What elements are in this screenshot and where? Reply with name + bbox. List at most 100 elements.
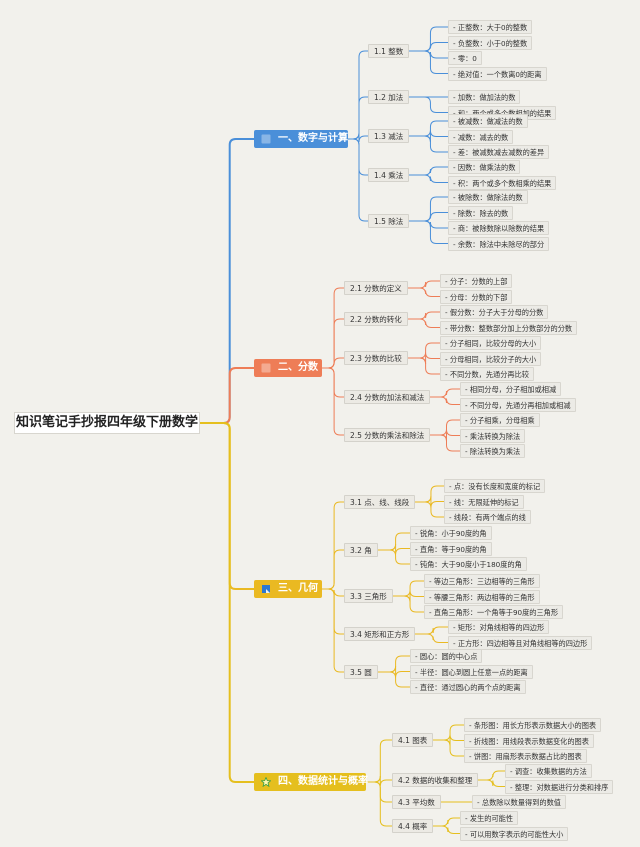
subtopic-node: 3.3 三角形 [344,589,393,603]
square-icon [261,134,271,144]
leaf-node: - 分子：分数的上部 [440,274,513,288]
leaf-line [408,311,440,320]
leaf-node: - 调查：收集数据的方法 [505,764,592,778]
leaf-node: - 商：被除数除以除数的结果 [448,221,550,235]
subtopic-node: 2.5 分数的乘法和除法 [344,428,431,442]
leaf-node: - 除数：除去的数 [448,205,514,220]
leaf-node: - 钝角：大于90度小于180度的角 [410,557,527,571]
leaf-node: - 减数：减去的数 [448,129,514,144]
section-node: 四、数据统计与概率 [254,773,368,791]
subtopic-node: 1.5 除法 [368,214,410,228]
branch-line [348,138,368,176]
leaf-node: - 直角：等于90度的角 [410,541,492,556]
branch-line [322,287,344,369]
leaf-node: - 直径：通过圆心的两个点的距离 [410,680,526,694]
leaf-line [478,779,505,787]
leaf-node: - 锐角：小于90度的角 [410,526,492,540]
leaf-line [433,724,464,741]
subtopic-node: 2.3 分数的比较 [344,351,408,365]
trunk-line [200,422,254,590]
branch-line [322,367,344,436]
leaf-node: - 线：无限延伸的标记 [444,494,524,509]
leaf-line [409,42,448,52]
leaf-line [415,501,444,518]
leaf-line [433,739,464,757]
leaf-line [378,671,410,688]
leaf-node: - 绝对值：一个数离0的距离 [448,66,547,81]
leaf-line [408,357,440,375]
subtopic-node: 3.1 点、线、线段 [344,495,416,509]
leaf-node: - 被除数：做除法的数 [448,190,528,204]
leaf-line [409,135,448,153]
leaf-node: - 发生的可能性 [460,811,519,825]
branch-line [348,96,368,140]
section-node: 一、数字与计算 [254,130,348,148]
subtopic-node: 2.4 分数的加法和减法 [344,390,431,404]
leaf-node: - 被减数：做减法的数 [448,114,528,128]
leaf-line [409,166,448,176]
leaf-node: - 分子相同，比较分母的大小 [440,336,542,350]
leaf-node: - 等腰三角形：两边相等的三角形 [424,589,540,604]
branch-line [348,132,368,143]
leaf-line [408,280,440,289]
leaf-node: - 不同分母，先通分再相加或相减 [460,397,576,412]
leaf-line [409,96,448,113]
leaf-line [478,770,505,781]
leaf-node: - 乘法转换为除法 [460,428,526,443]
section-node: 二、分数 [254,359,322,377]
section-node: 三、几何 [254,580,322,598]
leaf-node: - 分母相同，比较分子的大小 [440,351,542,366]
branch-line [366,781,392,803]
leaf-node: - 带分数：整数部分加上分数部分的分数 [440,320,578,335]
branch-line [322,367,344,398]
leaf-line [378,543,410,555]
leaf-node: - 假分数：分子大于分母的分数 [440,305,549,319]
leaf-node: - 因数：做乘法的数 [448,160,521,174]
leaf-line [430,396,460,405]
leaf-node: - 正方形：四边相等且对角线相等的四边形 [448,635,593,650]
leaf-node: - 余数：除法中未除尽的部分 [448,236,550,251]
leaf-node: - 线段：有两个端点的线 [444,510,531,524]
star-icon [261,777,271,787]
leaf-line [409,220,448,244]
leaf-node: - 总数除以数量得到的数值 [472,795,566,809]
leaf-line [408,287,440,297]
leaf-line [415,633,448,643]
leaf-line [430,419,460,436]
leaf-line [409,174,448,183]
trunk-line [200,422,254,783]
trunk-line [200,138,254,424]
leaf-node: - 正整数：大于0的整数 [448,20,533,34]
subtopic-node: 4.1 图表 [392,733,434,747]
branch-line [322,318,344,369]
leaf-line [409,26,448,52]
leaf-node: - 圆心：圆的中心点 [410,649,483,663]
leaf-node: - 分子相乘，分母相乘 [460,413,540,427]
square-icon [261,363,271,373]
leaf-node: - 除法转换为乘法 [460,444,526,458]
leaf-node: - 半径：圆心到圆上任意一点的距离 [410,664,533,679]
leaf-node: - 差：被减数减去减数的差异 [448,145,550,159]
mindmap-root-title: 知识笔记手抄报四年级下册数学 [14,412,200,434]
leaf-line [409,212,448,222]
leaf-node: - 整理：对数据进行分类和排序 [505,779,614,794]
branch-line [348,50,368,140]
leaf-line [378,532,410,551]
branch-line [322,549,344,590]
branch-line [366,739,392,783]
leaf-line [433,825,460,834]
leaf-node: - 积：两个或多个数相乘的结果 [448,175,557,190]
leaf-line [433,817,460,827]
leaf-node: - 分母：分数的下部 [440,289,513,304]
branch-line [322,357,344,369]
leaf-line [415,485,444,503]
leaf-line [393,580,424,597]
subtopic-node: 3.5 圆 [344,665,378,679]
subtopic-node: 1.4 乘法 [368,168,410,182]
subtopic-node: 2.2 分数的转化 [344,312,408,326]
leaf-node: - 零：0 [448,51,482,65]
subtopic-node: 3.4 矩形和正方形 [344,627,416,641]
leaf-line [415,495,444,508]
leaf-line [409,50,448,74]
leaf-node: - 加数：做加法的数 [448,90,521,104]
